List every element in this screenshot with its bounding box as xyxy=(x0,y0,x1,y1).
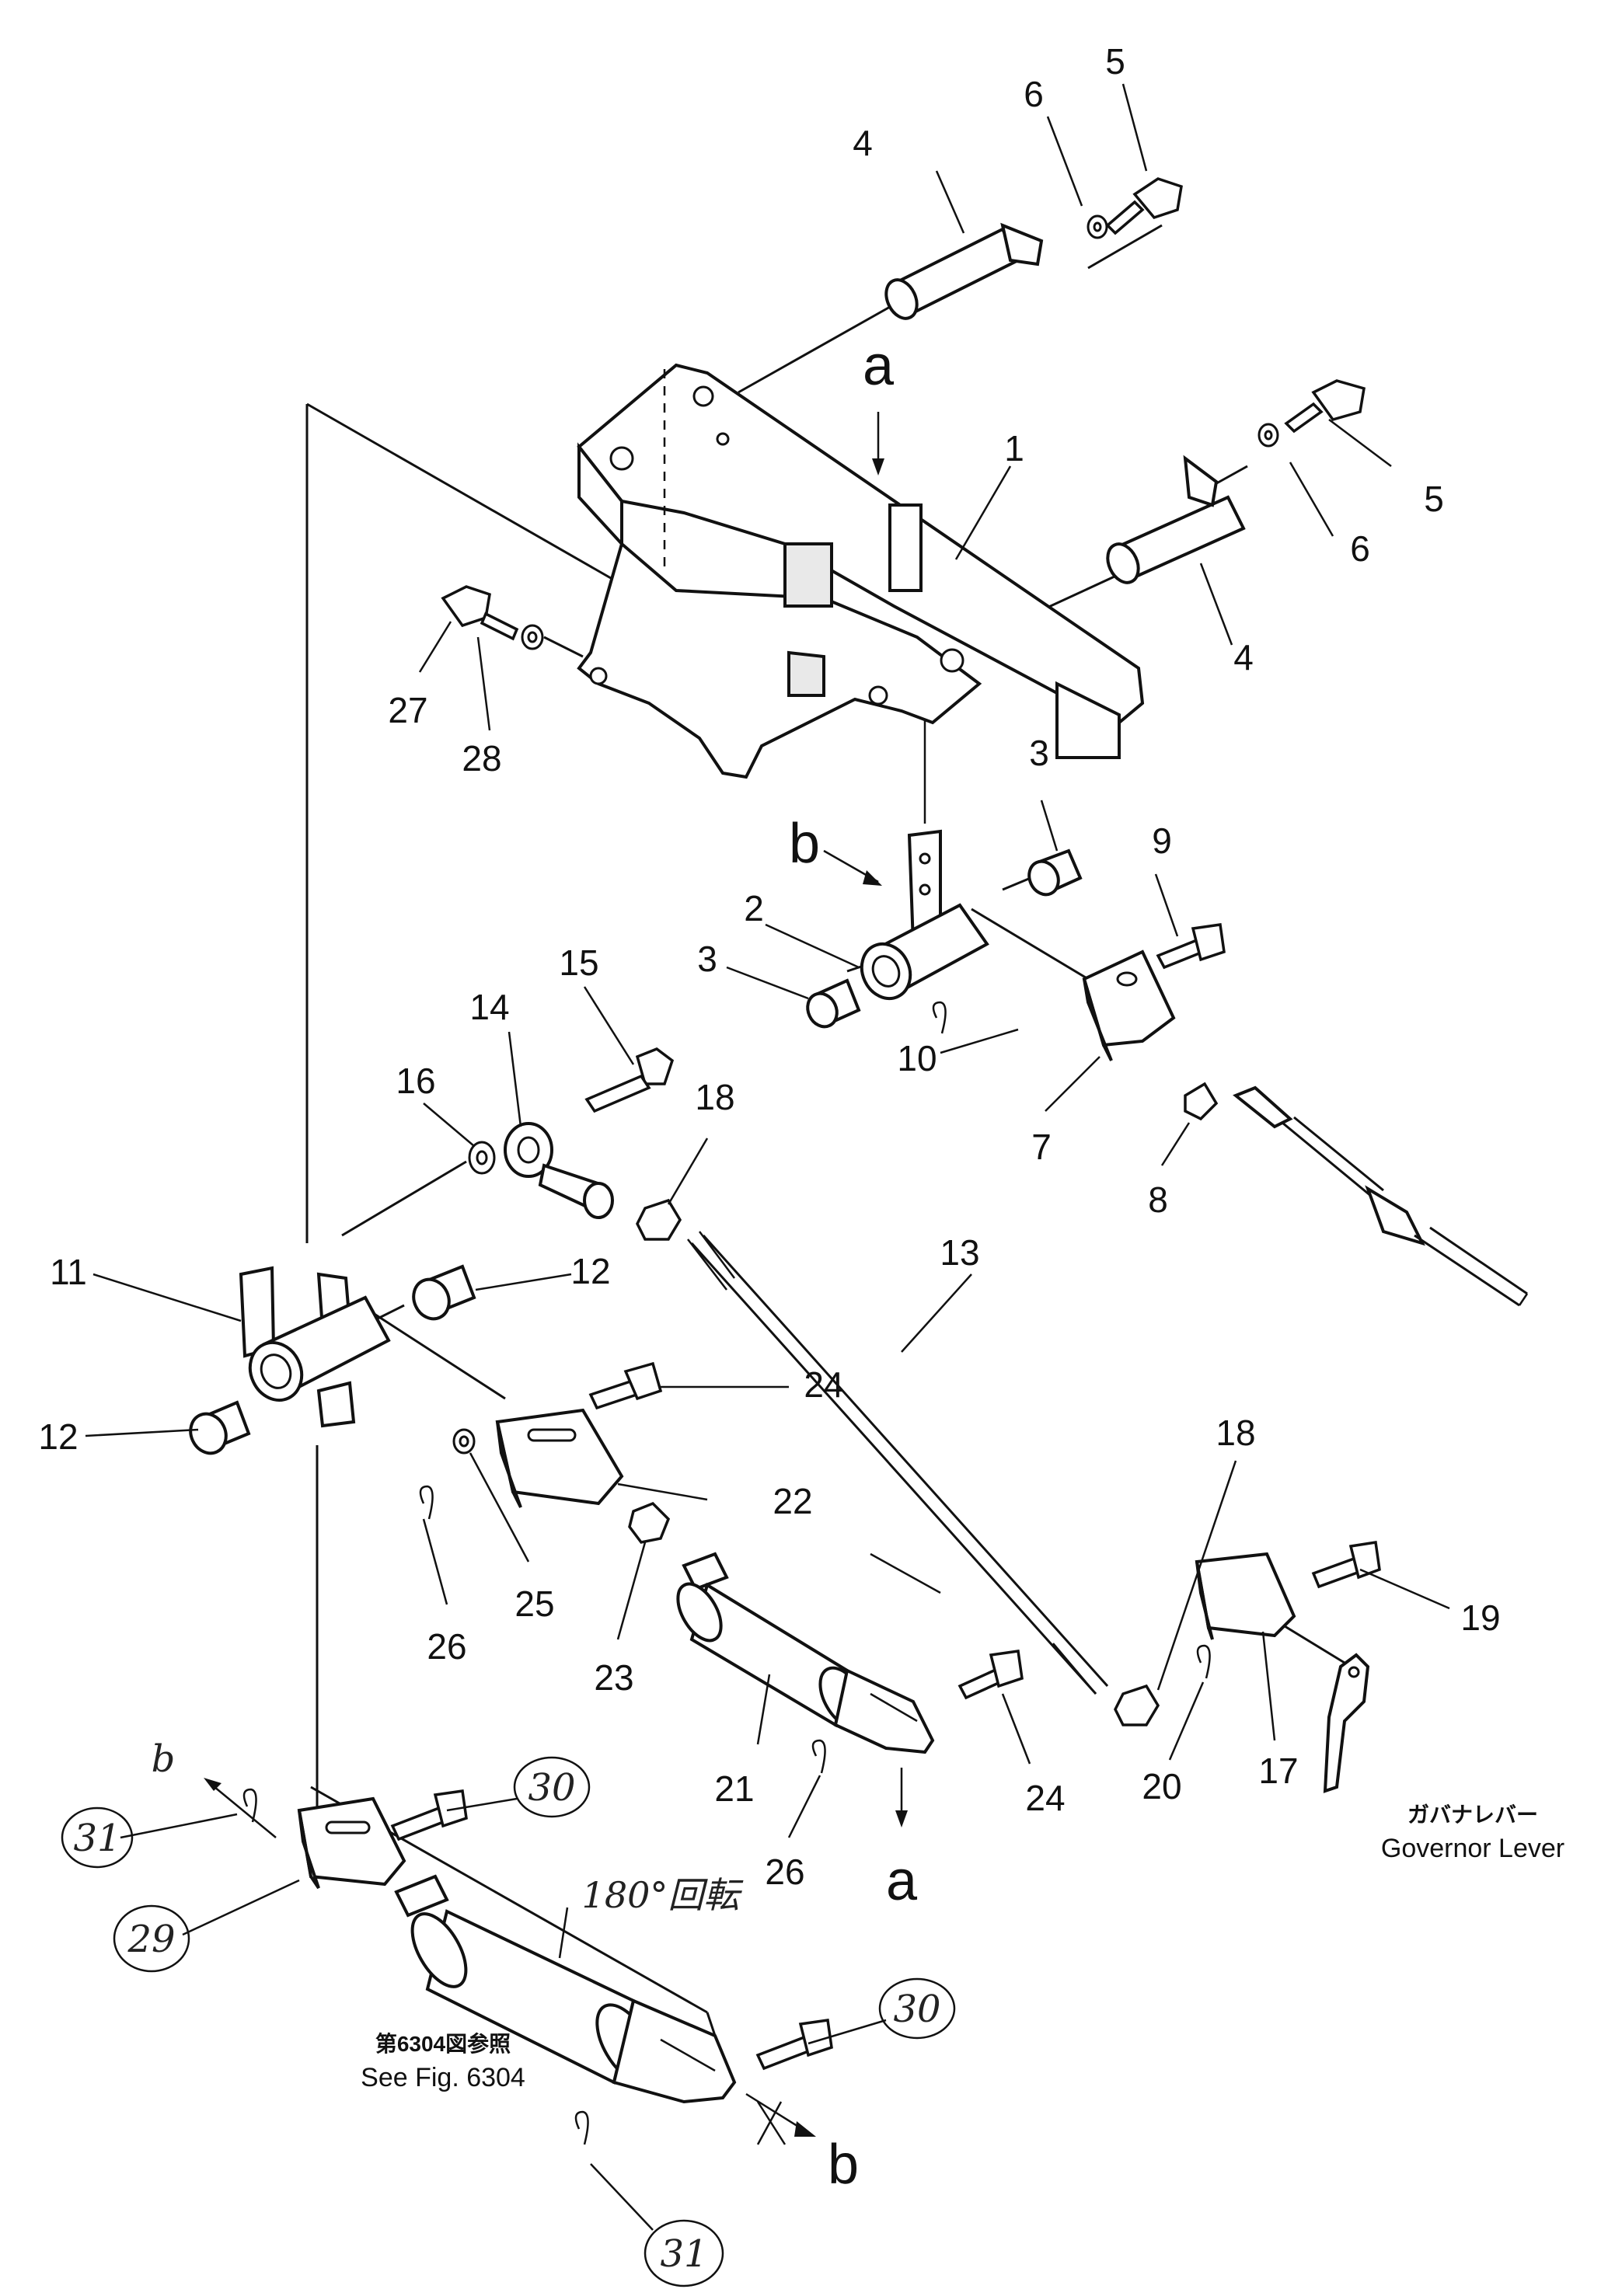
callout-13: 13 xyxy=(940,1232,979,1273)
callout-numbers: 1 2 3 3 4 4 5 5 6 6 7 8 9 10 11 12 12 13… xyxy=(38,41,1500,1892)
cylinder-21 xyxy=(676,1552,935,1754)
bolt-30-upper xyxy=(390,1789,468,1841)
callout-11: 11 xyxy=(50,1252,87,1292)
governor-lever-label-en: Governor Lever xyxy=(1381,1834,1564,1863)
nut-23 xyxy=(628,1501,671,1544)
handwritten-30-lower: 30 xyxy=(893,1988,940,2031)
see-figure-note: 第6304図参照 See Fig. 6304 xyxy=(361,2031,525,2092)
callout-17: 17 xyxy=(1258,1751,1298,1791)
callout-26-bottom: 26 xyxy=(765,1852,804,1892)
callout-19: 19 xyxy=(1460,1597,1500,1638)
callout-25: 25 xyxy=(514,1584,554,1624)
callout-24-upper: 24 xyxy=(804,1364,843,1405)
nut-8 xyxy=(1184,1082,1219,1121)
callout-16: 16 xyxy=(396,1061,435,1101)
governor-lever xyxy=(1323,1653,1370,1793)
callout-22: 22 xyxy=(773,1481,812,1521)
handwritten-circle-31-left xyxy=(61,1806,134,1869)
main-bracket xyxy=(577,363,1145,779)
washer-25 xyxy=(452,1428,476,1455)
washers-bolts-top xyxy=(1087,177,1366,448)
governor-lever-labels: ガバナレバー Governor Lever xyxy=(1381,1803,1564,1863)
bolt-24-upper xyxy=(588,1361,663,1410)
callout-24-lower: 24 xyxy=(1025,1778,1065,1818)
see-figure-label-jp: 第6304図参照 xyxy=(375,2031,511,2056)
callout-23: 23 xyxy=(594,1657,633,1698)
handwritten-callouts: 31 29 30 30 31 180°回転 xyxy=(61,1756,956,2287)
handwritten-31-bottom: 31 xyxy=(660,2232,707,2276)
lever-11 xyxy=(239,1266,391,1428)
clevis-17 xyxy=(1195,1552,1296,1640)
callout-5-top: 5 xyxy=(1105,41,1125,82)
bolt-15 xyxy=(584,1047,675,1113)
nuts-18 xyxy=(636,1198,1160,1726)
callout-8: 8 xyxy=(1148,1179,1168,1220)
view-marker-b-top: b xyxy=(789,813,820,875)
callout-leaders xyxy=(85,83,1450,2231)
handwritten-30-upper: 30 xyxy=(528,1766,575,1810)
callout-2: 2 xyxy=(744,888,764,929)
view-marker-letters: a b a b b xyxy=(152,335,918,2196)
handwritten-circle-30-lower xyxy=(878,1977,956,2040)
clevis-22 xyxy=(495,1408,624,1508)
bolt-24-lower xyxy=(957,1650,1024,1700)
callout-1: 1 xyxy=(1004,428,1024,469)
callout-9: 9 xyxy=(1152,820,1172,861)
callout-6-top: 6 xyxy=(1024,74,1044,114)
handwritten-circle-30-upper xyxy=(513,1756,591,1818)
cotter-pins xyxy=(242,1001,1211,2145)
view-marker-b-bottom: b xyxy=(828,2134,859,2196)
view-marker-a-bottom: a xyxy=(886,1850,918,1912)
handwritten-rotation-note: 180°回転 xyxy=(582,1874,745,1916)
control-cable xyxy=(1233,1085,1529,1307)
callout-3-left: 3 xyxy=(697,939,717,979)
callout-10: 10 xyxy=(897,1038,937,1078)
callout-5-right: 5 xyxy=(1424,479,1444,519)
callout-4-top: 4 xyxy=(853,123,873,163)
view-marker-arrows xyxy=(204,412,908,2145)
callout-4-right: 4 xyxy=(1233,637,1254,678)
view-marker-b-handwritten: b xyxy=(152,1737,176,1781)
bolt-washer-27-28 xyxy=(441,585,544,650)
handwritten-29: 29 xyxy=(127,1918,175,1961)
callout-14: 14 xyxy=(469,987,509,1027)
callout-18-top: 18 xyxy=(695,1077,734,1117)
callout-18-bottom: 18 xyxy=(1216,1413,1255,1453)
callout-20: 20 xyxy=(1142,1766,1181,1806)
callout-28: 28 xyxy=(462,738,501,779)
pin-9 xyxy=(1156,923,1226,970)
clevis-29 xyxy=(297,1796,406,1890)
cylinder-29 xyxy=(394,1874,737,2104)
clevis-7 xyxy=(1082,949,1176,1061)
callout-12-right: 12 xyxy=(570,1251,610,1291)
washer-16 xyxy=(468,1141,496,1175)
bolt-30-lower xyxy=(755,2019,833,2071)
lever-2 xyxy=(860,829,989,1001)
callout-3-right: 3 xyxy=(1029,733,1049,773)
governor-lever-label-jp: ガバナレバー xyxy=(1407,1803,1538,1827)
bushings-12 xyxy=(189,1264,476,1455)
pin-19 xyxy=(1311,1540,1381,1589)
callout-7: 7 xyxy=(1031,1127,1052,1167)
view-marker-a-top: a xyxy=(863,335,895,397)
see-figure-label-en: See Fig. 6304 xyxy=(361,2063,525,2092)
handwritten-31-left: 31 xyxy=(73,1817,120,1860)
callout-26-left: 26 xyxy=(427,1626,466,1667)
rod-end-14 xyxy=(504,1122,614,1219)
callout-21: 21 xyxy=(714,1768,754,1809)
pin-lower xyxy=(1106,455,1246,584)
callout-27: 27 xyxy=(388,690,427,730)
callout-12-left: 12 xyxy=(38,1416,78,1457)
callout-15: 15 xyxy=(559,942,598,983)
rod-13 xyxy=(687,1231,1109,1695)
handwritten-circle-29 xyxy=(113,1904,190,1973)
pin-upper xyxy=(884,222,1044,320)
bushings-3 xyxy=(806,848,1083,1029)
handwritten-circle-31-bottom xyxy=(644,2219,724,2287)
callout-6-right: 6 xyxy=(1350,528,1370,569)
